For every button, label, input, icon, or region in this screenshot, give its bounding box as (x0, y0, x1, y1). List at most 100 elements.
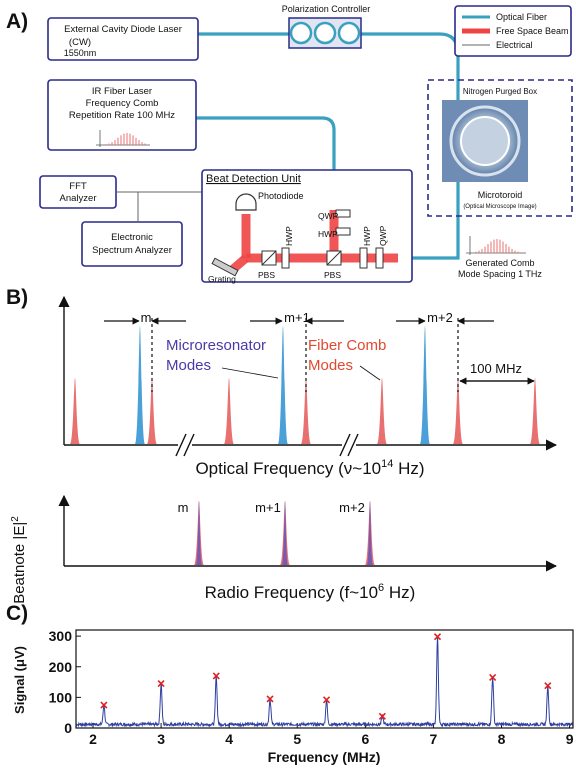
spectrum-trace (75, 635, 574, 728)
gap-arrows (104, 317, 494, 392)
comb-pointer (359, 365, 381, 381)
axis-break-2 (339, 432, 359, 458)
hwp-mid (281, 247, 290, 269)
hwp-left-label: HWP (318, 229, 338, 239)
fiber-comb-mode-peak (530, 378, 540, 444)
pbs-left-diagonal (261, 250, 277, 266)
pbs-right-label: PBS (324, 270, 341, 280)
ecdl-box (47, 17, 199, 61)
optical-axis-label: Optical Frequency (ν~1014 Hz) (195, 458, 424, 478)
x-tick-label: 4 (225, 731, 233, 747)
photodiode-label: Photodiode (258, 191, 304, 201)
peak-marker (322, 696, 331, 704)
grating-label: Grating (208, 274, 236, 284)
ir-comb-box (47, 79, 197, 151)
pbs-right-diagonal (326, 250, 342, 266)
bdu-title: Beat Detection Unit (206, 173, 301, 185)
qwp-left (335, 209, 351, 218)
peak-marker (157, 680, 165, 688)
x-tick-label: 5 (293, 731, 301, 747)
chart-ylabel: Signal (μV) (12, 646, 27, 714)
y-tick-label: 100 (49, 689, 73, 705)
hwp-right (359, 247, 368, 269)
gen-line2: Mode Spacing 1 THz (458, 269, 542, 279)
qwp-right (375, 247, 384, 269)
microresonator-mode-peak (135, 326, 145, 444)
microresonator-mode-peak (420, 326, 430, 444)
hwp-left (335, 227, 351, 236)
beatnote-peak-blue (196, 501, 202, 565)
beatnote-peak-blue (367, 501, 373, 565)
fiber-comb-mode-peak (147, 378, 157, 444)
peak-marker (544, 682, 552, 690)
pbs-left-label: PBS (258, 270, 275, 280)
y-tick-label: 300 (49, 628, 73, 644)
qwp-right-label: QWP (378, 225, 388, 246)
mode-m1-label: m+1 (284, 310, 310, 325)
ecdl-line1: External Cavity Diode Laser (64, 24, 182, 35)
y-tick-label: 200 (49, 659, 73, 675)
paddle-1 (289, 21, 313, 45)
peak-marker (433, 633, 442, 641)
x-tick-label: 9 (566, 731, 574, 747)
fiber-comb-mode-peak (70, 378, 80, 444)
electrical-wire-fft (116, 191, 139, 222)
paddle-3 (337, 21, 361, 45)
mode-m-label: m (141, 310, 152, 325)
mode-m2-label: m+2 (427, 310, 453, 325)
microtoroid-label: Microtoroid (478, 190, 523, 200)
panel-a-label: A) (6, 10, 28, 33)
panel-c-label: C) (6, 602, 28, 625)
esa-line2: Spectrum Analyzer (92, 245, 172, 256)
chart-xlabel: Frequency (MHz) (268, 749, 381, 765)
radio-axis-label: Radio Frequency (f~106 Hz) (205, 582, 416, 602)
esa-box (81, 221, 183, 267)
peak-marker (378, 712, 386, 720)
grating (211, 257, 239, 277)
legend-beam-label: Free Space Beam (496, 26, 569, 36)
qwp-left-label: QWP (318, 211, 339, 221)
fiber-comb-path (193, 116, 336, 200)
beatnote-peak-blue (282, 501, 288, 565)
peak-marker (266, 695, 274, 703)
x-tick-label: 7 (430, 731, 438, 747)
ecdl-line3: 1550nm (64, 48, 97, 58)
hwp-right-label: HWP (362, 226, 372, 246)
generated-comb-icon (466, 236, 526, 255)
microtoroid-disk (460, 116, 510, 166)
fiber-comb-mode-peak (224, 378, 234, 444)
microresonator-mode-peak (278, 326, 288, 444)
fft-line1: FFT (69, 181, 87, 192)
x-tick-label: 6 (361, 731, 369, 747)
polarization-label: Polarization Controller (282, 4, 371, 14)
radio-m2-label: m+2 (339, 500, 365, 515)
micro-label-line2: Modes (166, 357, 211, 374)
ir-line2: Frequency Comb (86, 98, 159, 109)
beatnote-axis-label: Beatnote |E|2 (10, 516, 28, 604)
spacing-label: 100 MHz (470, 361, 522, 376)
x-tick-label: 2 (89, 731, 97, 747)
hwp-mid-label: HWP (284, 226, 294, 246)
photodiode (235, 193, 257, 211)
y-tick-label: 0 (64, 720, 72, 736)
nitrogen-label: Nitrogen Purged Box (463, 87, 537, 96)
peak-marker (100, 701, 108, 709)
legend-elec-label: Electrical (496, 40, 533, 50)
gen-line1: Generated Comb (465, 258, 534, 268)
chart-frame (75, 629, 574, 729)
fft-line2: Analyzer (60, 193, 97, 204)
ir-comb-spectrum-icon (96, 130, 150, 147)
micro-pointer (221, 367, 279, 379)
comb-label-line1: Fiber Comb (308, 337, 386, 354)
paddle-2 (313, 21, 337, 45)
micro-label-line1: Microresonator (166, 337, 266, 354)
x-tick-label: 8 (498, 731, 506, 747)
microtoroid-sublabel: (Optical Microscope Image) (463, 204, 536, 210)
fiber-comb-mode-peak (301, 378, 311, 444)
radio-m1-label: m+1 (255, 500, 281, 515)
ir-line1: IR Fiber Laser (92, 86, 152, 97)
ecdl-line2: (CW) (69, 37, 91, 48)
comb-label-line2: Modes (308, 357, 353, 374)
